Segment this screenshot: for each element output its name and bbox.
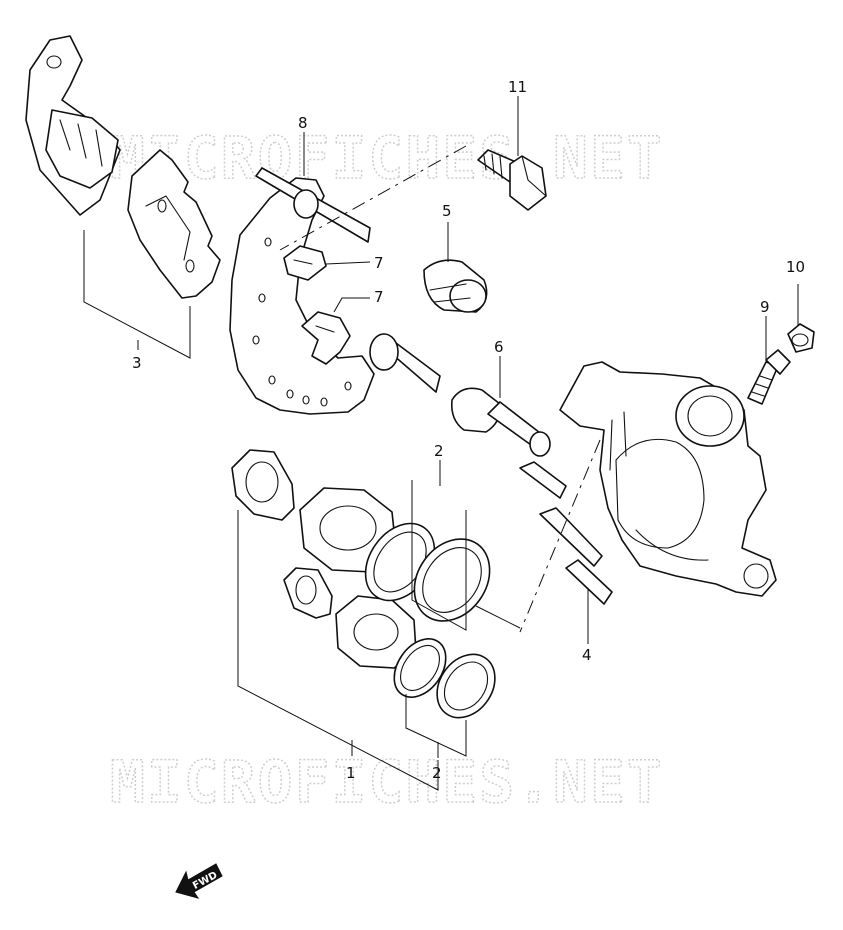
leader-2-lower — [405, 694, 467, 757]
slide-pin-boot — [450, 387, 551, 457]
bleeder-valve — [747, 349, 791, 405]
bracket-bolt — [477, 149, 547, 211]
callout-7-upper: 7 — [374, 254, 384, 272]
pad-spring-upper — [283, 245, 327, 281]
brake-pad-set — [25, 35, 221, 299]
pad-pin — [519, 461, 613, 605]
callout-5: 5 — [442, 202, 452, 220]
callout-11: 11 — [508, 78, 527, 96]
seal-set-upper — [364, 522, 491, 622]
leader-1 — [237, 510, 439, 791]
callout-2-upper: 2 — [434, 442, 444, 460]
watermark-bottom: MICROFICHES.NET — [110, 748, 664, 816]
watermark-top: MICROFICHES.NET — [110, 124, 664, 192]
pad-spring-lower — [301, 311, 351, 365]
callout-9: 9 — [760, 298, 770, 316]
forward-arrow-icon: FWD — [175, 863, 223, 899]
callout-7-lower: 7 — [374, 288, 384, 306]
caliper-body — [559, 361, 777, 597]
seal-set-lower — [393, 638, 496, 719]
callout-4: 4 — [582, 646, 592, 664]
leader-3 — [83, 230, 191, 359]
callout-1: 1 — [346, 764, 356, 782]
caliper-bracket — [229, 167, 441, 415]
leader-2-upper — [411, 480, 467, 631]
piston-lower — [283, 567, 417, 669]
bleeder-cap — [787, 323, 815, 353]
callout-10: 10 — [786, 258, 805, 276]
dust-boot — [423, 259, 488, 313]
callout-2-lower: 2 — [432, 764, 442, 782]
callout-3: 3 — [132, 354, 142, 372]
callout-6: 6 — [494, 338, 504, 356]
callout-8: 8 — [298, 114, 308, 132]
